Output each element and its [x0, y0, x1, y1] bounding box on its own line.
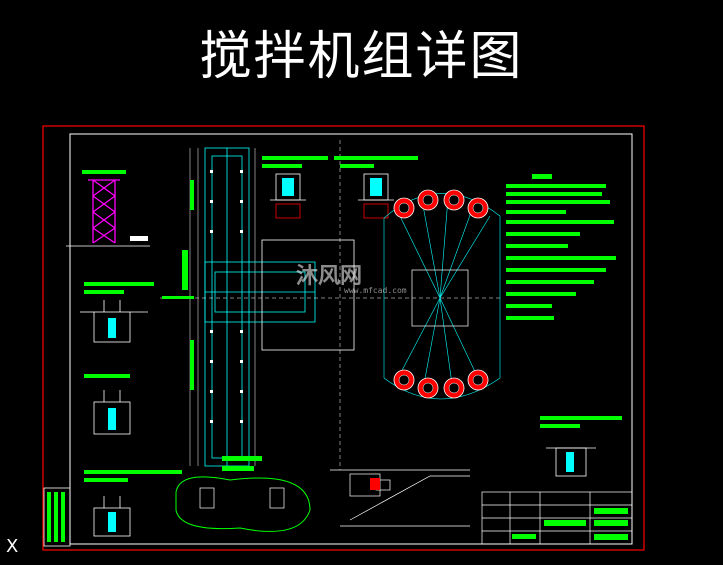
watermark: 沐风网: [296, 264, 363, 289]
silo-bottom-row: [393, 369, 489, 399]
section-3-note: [84, 470, 182, 474]
section-3-note-2: [84, 478, 128, 482]
silo-radial-layout: [383, 193, 501, 400]
belt-notes: [222, 456, 262, 471]
green-markers: [162, 180, 194, 390]
anchor-bolt-3: [108, 512, 116, 532]
plant-outline: [261, 239, 355, 351]
section-right-notes: [540, 416, 622, 428]
binding-strip: [43, 487, 71, 547]
foundation-section-1: [80, 300, 148, 343]
belt-support: [199, 487, 285, 509]
section-b-bolt: [282, 178, 294, 196]
tower-label: [82, 170, 126, 174]
design-notes: [506, 174, 616, 320]
title-block-text: [512, 508, 628, 540]
anchor-bolt-2: [108, 408, 116, 430]
title-block: [481, 491, 633, 545]
silo-center-frame: [411, 269, 469, 327]
section-1-note: [84, 282, 154, 286]
column-dimensions: [189, 148, 256, 466]
drawing-title: 搅拌机组详图: [199, 27, 524, 87]
tower-elev-label: [130, 236, 148, 241]
main-column-plan: [204, 147, 250, 467]
footing-b: [275, 203, 301, 219]
inner-border: [69, 133, 633, 545]
section-b-detail: [270, 173, 394, 201]
belt-loop: [175, 476, 311, 532]
bottom-elevation: [330, 469, 470, 527]
horizontal-conveyor: [204, 261, 316, 323]
ucs-icon: X: [6, 536, 19, 557]
silo-bottom-row-inner: [398, 374, 484, 394]
foundation-section-right: [546, 447, 596, 477]
anchor-bolt-right: [566, 452, 574, 472]
section-1-note-2: [84, 290, 124, 294]
binding-strip-text: [47, 492, 65, 542]
tower-elevation: [88, 179, 120, 244]
section-c-bolt: [370, 178, 382, 196]
foundation-section-2: [93, 390, 131, 435]
footing-c: [363, 203, 389, 219]
anchor-bolt-1: [108, 318, 116, 338]
section-notes-top: [262, 156, 418, 168]
silo-top-row-inner: [398, 194, 484, 214]
column-bolts: [210, 170, 243, 423]
silo-top-row: [393, 189, 489, 219]
outer-frame: [42, 125, 645, 551]
foundation-section-3: [93, 496, 131, 537]
section-2-note: [84, 374, 130, 378]
elevation-red-part: [370, 478, 380, 490]
watermark-url: www.mfcad.com: [344, 286, 407, 295]
